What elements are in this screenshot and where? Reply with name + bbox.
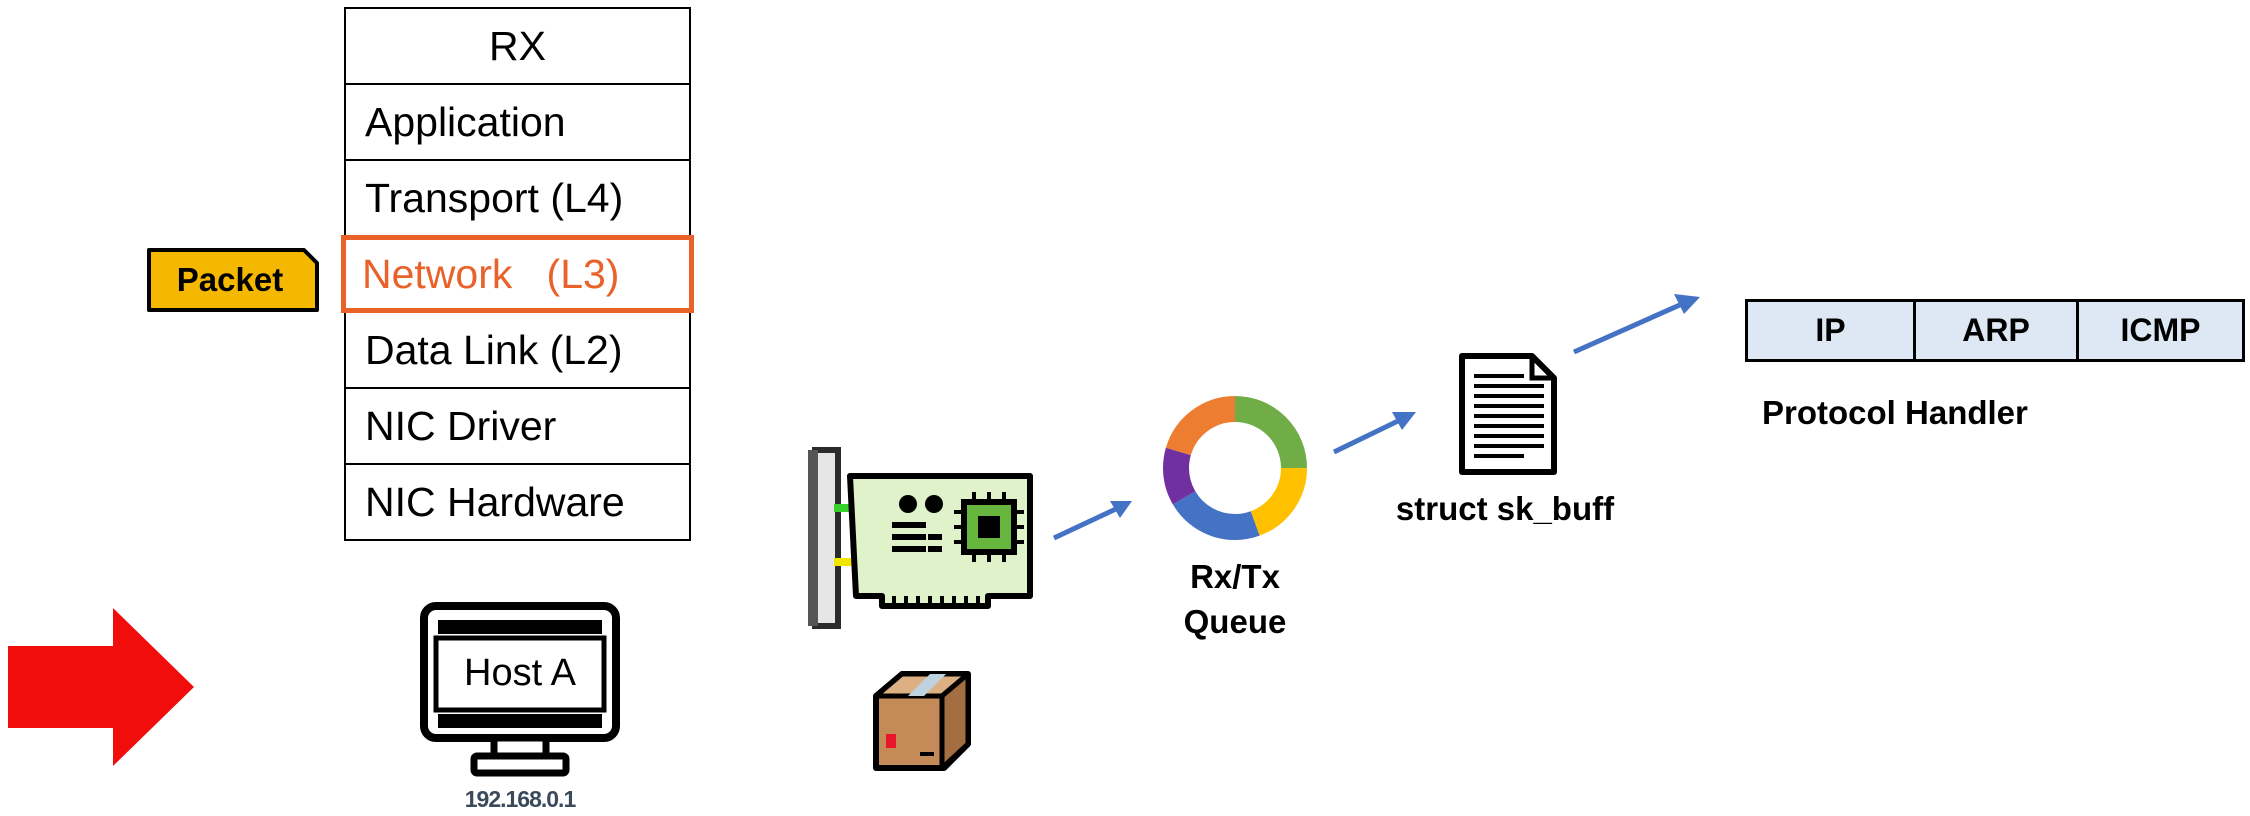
protocol-cell-icmp: ICMP <box>2076 299 2245 362</box>
protocol-handler-table: IP ARP ICMP <box>1745 299 2245 362</box>
incoming-arrow-icon <box>8 608 194 766</box>
packet-tag-shape <box>147 248 319 312</box>
host-ip-address: 192.168.0.1 <box>464 786 577 812</box>
sk-buff-document-icon <box>1459 353 1557 475</box>
arrow-queue-to-skb-icon <box>1332 412 1416 455</box>
protocol-cell-arp: ARP <box>1913 299 2079 362</box>
protocol-cell-ip: IP <box>1745 299 1916 362</box>
nic-card-icon <box>808 447 1033 629</box>
protocol-handler-title: Protocol Handler <box>1762 394 2028 431</box>
rx-tx-queue-ring-icon <box>1163 396 1307 540</box>
host-label: Host A <box>464 651 576 694</box>
queue-label-line2: Queue <box>1183 603 1287 640</box>
network-layer-stack: RX Application Transport (L4) Network (L… <box>341 7 694 541</box>
layer-application: Application <box>344 83 691 161</box>
stack-header: RX <box>344 7 691 85</box>
layer-network-active: Network (L3) <box>341 235 694 313</box>
arrow-skb-to-handler-icon <box>1572 294 1700 355</box>
sk-buff-label: struct sk_buff <box>1395 490 1615 527</box>
layer-nic-driver: NIC Driver <box>344 387 691 465</box>
queue-label-line1: Rx/Tx <box>1190 558 1280 595</box>
packet-tag-label: Packet <box>176 261 284 298</box>
host-monitor-icon <box>420 602 620 777</box>
layer-transport: Transport (L4) <box>344 159 691 237</box>
layer-data-link: Data Link (L2) <box>344 311 691 389</box>
layer-nic-hardware: NIC Hardware <box>344 463 691 541</box>
arrow-nic-to-queue-icon <box>1052 501 1132 541</box>
package-box-icon <box>873 671 971 771</box>
